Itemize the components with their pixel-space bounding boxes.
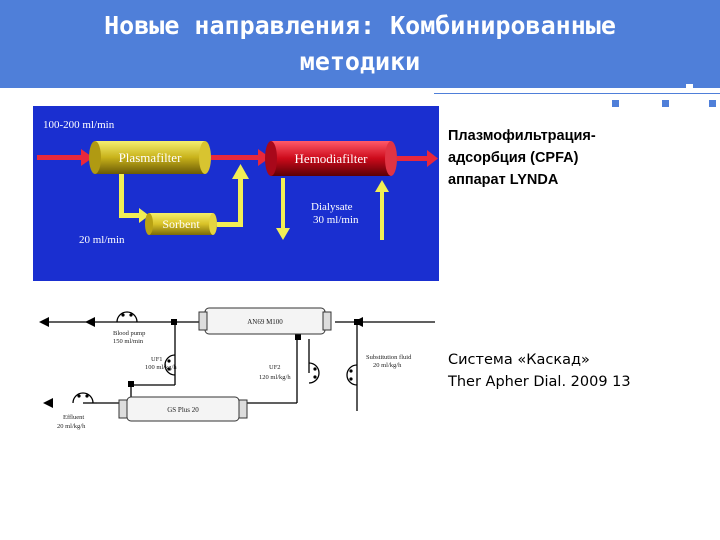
flow-arrow — [43, 398, 53, 408]
plasma-return-arrow — [211, 149, 270, 166]
blood-outlet-arrow — [397, 150, 438, 167]
title-line-1: Новые направления: Комбинированные — [104, 11, 616, 40]
junction-marker — [171, 319, 177, 325]
decor-square — [686, 84, 693, 91]
effluent-rate: 20 ml/kg/h — [57, 423, 86, 430]
substitution-label: Substitution fluid — [366, 354, 412, 361]
uf2-rate: 120 ml/kg/h — [259, 374, 291, 381]
uf1-label: UF1 — [151, 356, 163, 363]
cpfa-caption-line: аппарат LYNDA — [448, 172, 559, 188]
substitution-rate: 20 ml/kg/h — [373, 362, 402, 369]
blood-inlet-arrow — [37, 149, 93, 166]
cpfa-caption-line: Плазмофильтрация- — [448, 128, 596, 144]
cascade-caption: Система «Каскад» Ther Apher Dial. 2009 1… — [448, 349, 713, 393]
flow-arrow — [39, 317, 49, 327]
flow-inlet-label: 100-200 ml/min — [43, 119, 115, 131]
decor-square — [662, 100, 669, 107]
an69-filter — [198, 307, 332, 335]
an69-label: AN69 M100 — [247, 318, 283, 326]
cpfa-caption-line: адсорбция (CPFA) — [448, 150, 579, 166]
junction-marker — [354, 319, 360, 325]
uf2-label: UF2 — [269, 364, 281, 371]
dialysate-arrow — [276, 178, 290, 240]
gs-plus-filter — [118, 396, 248, 422]
dialysate-rate: 30 ml/min — [313, 214, 359, 226]
gs-plus-label: GS Plus 20 — [167, 406, 199, 414]
hemodiafilter-cylinder — [265, 141, 397, 176]
dialysate-inlet-arrow — [375, 180, 389, 240]
sorbent-return-arrow — [217, 164, 249, 227]
sorbent-flow-label: 20 ml/min — [79, 234, 125, 246]
decor-square — [709, 100, 716, 107]
plasmafilter-label: Plasmafilter — [119, 150, 182, 165]
uf1-pump-icon — [164, 354, 176, 376]
dialysate-label: Dialysate — [311, 201, 353, 213]
cpfa-diagram: 100-200 ml/min Plasmafilter Hemodiafilte… — [33, 106, 439, 281]
cascade-caption-line: Система «Каскад» — [448, 352, 590, 368]
cascade-diagram: AN69 M100 GS Plus 20 Blood pump 150 ml/m… — [33, 291, 439, 466]
title-line-2: методики — [299, 47, 421, 76]
uf1-rate: 100 ml/kg/h — [145, 364, 177, 371]
plasma-to-sorbent-arrow — [119, 174, 149, 223]
junction-marker — [295, 334, 301, 340]
junction-marker — [128, 381, 134, 387]
flow-arrow — [85, 317, 95, 327]
cascade-caption-line: Ther Apher Dial. 2009 13 — [448, 374, 631, 390]
plasmafilter-cylinder — [89, 141, 211, 174]
page-title: Новые направления: Комбинированные метод… — [0, 8, 720, 80]
blood-pump-icon — [116, 311, 138, 323]
sorbent-label: Sorbent — [162, 217, 200, 231]
blood-pump-label: Blood pump — [113, 330, 145, 337]
cpfa-caption: Плазмофильтрация- адсорбция (CPFA) аппар… — [448, 125, 708, 191]
effluent-pump-icon — [72, 392, 94, 404]
hemodiafilter-label: Hemodiafilter — [295, 151, 369, 166]
blood-pump-rate: 150 ml/min — [113, 338, 144, 345]
title-banner — [0, 0, 720, 88]
header-underline — [434, 93, 720, 94]
decor-square — [612, 100, 619, 107]
effluent-label: Effluent — [63, 414, 84, 421]
substitution-pump-icon — [346, 364, 358, 386]
uf2-pump-icon — [308, 362, 320, 384]
sorbent-cylinder — [145, 213, 217, 235]
diagram-background — [33, 106, 439, 281]
